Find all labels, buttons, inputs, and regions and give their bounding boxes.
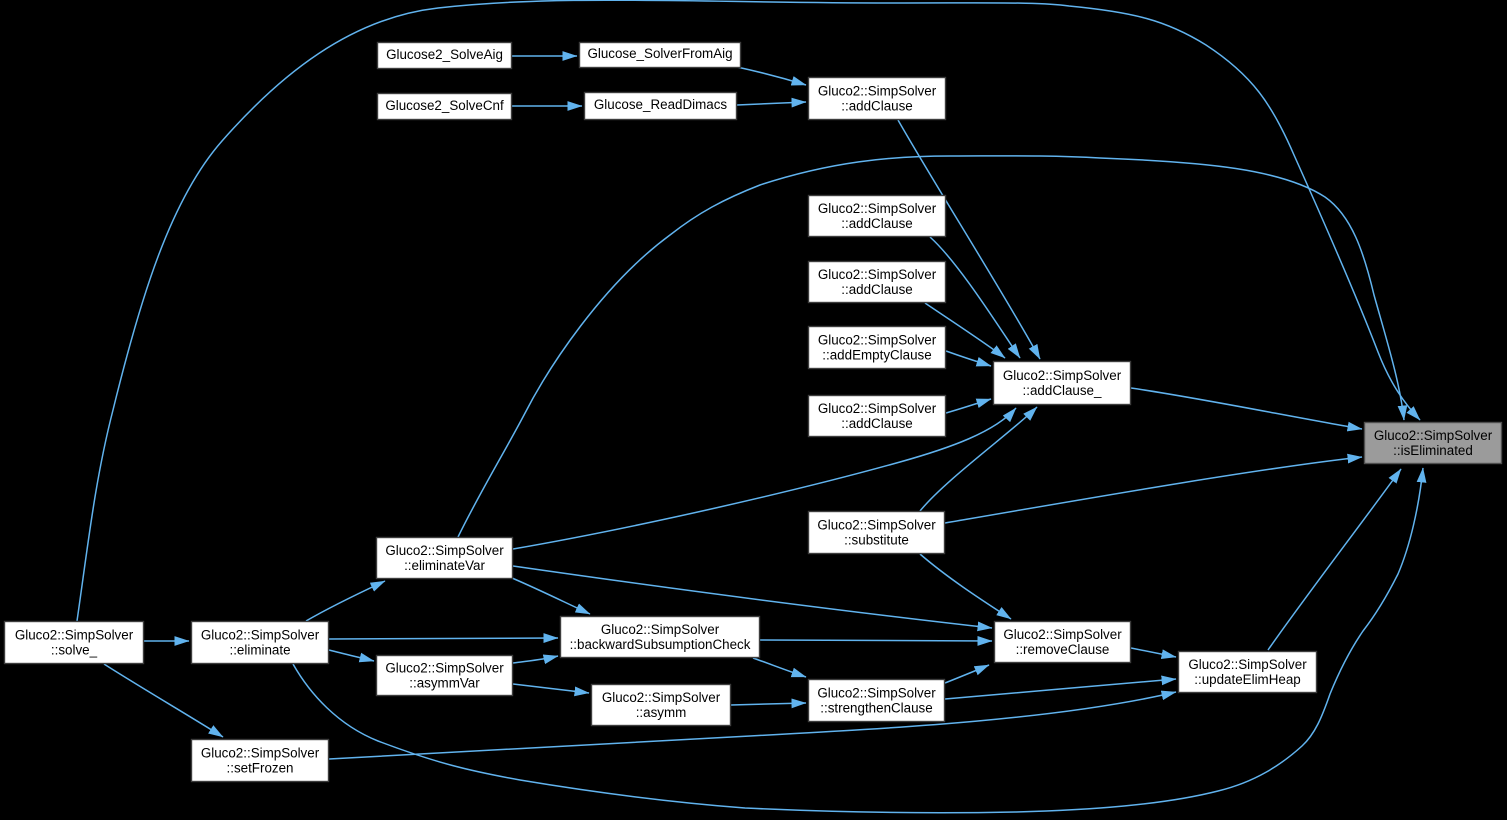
svg-text:Gluco2::SimpSolver: Gluco2::SimpSolver (817, 686, 936, 701)
svg-text:Gluco2::SimpSolver: Gluco2::SimpSolver (201, 628, 320, 643)
svg-text:::isEliminated: ::isEliminated (1393, 443, 1473, 458)
svg-text:Gluco2::SimpSolver: Gluco2::SimpSolver (201, 746, 320, 761)
svg-text:Gluco2::SimpSolver: Gluco2::SimpSolver (601, 622, 720, 637)
svg-text:::addEmptyClause: ::addEmptyClause (822, 348, 931, 363)
svg-text:::asymmVar: ::asymmVar (409, 676, 480, 691)
svg-text:Glucose2_SolveAig: Glucose2_SolveAig (386, 47, 503, 62)
svg-text:::addClause: ::addClause (841, 282, 912, 297)
svg-text:Glucose_ReadDimacs: Glucose_ReadDimacs (594, 97, 728, 112)
svg-text:Gluco2::SimpSolver: Gluco2::SimpSolver (818, 267, 937, 282)
svg-text:Gluco2::SimpSolver: Gluco2::SimpSolver (818, 401, 937, 416)
svg-text:::substitute: ::substitute (844, 533, 909, 548)
svg-text:Gluco2::SimpSolver: Gluco2::SimpSolver (385, 543, 504, 558)
svg-text:Gluco2::SimpSolver: Gluco2::SimpSolver (818, 84, 937, 99)
svg-text:Gluco2::SimpSolver: Gluco2::SimpSolver (1374, 428, 1493, 443)
svg-text:Gluco2::SimpSolver: Gluco2::SimpSolver (1003, 627, 1122, 642)
svg-text:::addClause: ::addClause (841, 216, 912, 231)
svg-text:Gluco2::SimpSolver: Gluco2::SimpSolver (385, 661, 504, 676)
svg-text:::removeClause: ::removeClause (1016, 642, 1110, 657)
svg-text:::backwardSubsumptionCheck: ::backwardSubsumptionCheck (570, 637, 751, 652)
svg-text:::setFrozen: ::setFrozen (227, 761, 294, 776)
svg-text:Glucose2_SolveCnf: Glucose2_SolveCnf (385, 98, 504, 113)
svg-text:Gluco2::SimpSolver: Gluco2::SimpSolver (817, 518, 936, 533)
svg-text:::solve_: ::solve_ (51, 643, 98, 658)
svg-text:::asymm: ::asymm (636, 705, 687, 720)
svg-text:::eliminateVar: ::eliminateVar (404, 558, 485, 573)
svg-text:Gluco2::SimpSolver: Gluco2::SimpSolver (1188, 657, 1307, 672)
svg-text:::addClause: ::addClause (841, 99, 912, 114)
svg-text:::addClause: ::addClause (841, 416, 912, 431)
svg-text:::strengthenClause: ::strengthenClause (820, 701, 932, 716)
svg-text:::eliminate: ::eliminate (229, 643, 290, 658)
svg-text:Gluco2::SimpSolver: Gluco2::SimpSolver (602, 690, 721, 705)
svg-text:Gluco2::SimpSolver: Gluco2::SimpSolver (818, 333, 937, 348)
svg-text:::addClause_: ::addClause_ (1023, 383, 1102, 398)
svg-text:Gluco2::SimpSolver: Gluco2::SimpSolver (15, 628, 134, 643)
svg-text:::updateElimHeap: ::updateElimHeap (1194, 672, 1300, 687)
svg-text:Gluco2::SimpSolver: Gluco2::SimpSolver (1003, 368, 1122, 383)
svg-text:Glucose_SolverFromAig: Glucose_SolverFromAig (587, 46, 732, 61)
svg-text:Gluco2::SimpSolver: Gluco2::SimpSolver (818, 201, 937, 216)
